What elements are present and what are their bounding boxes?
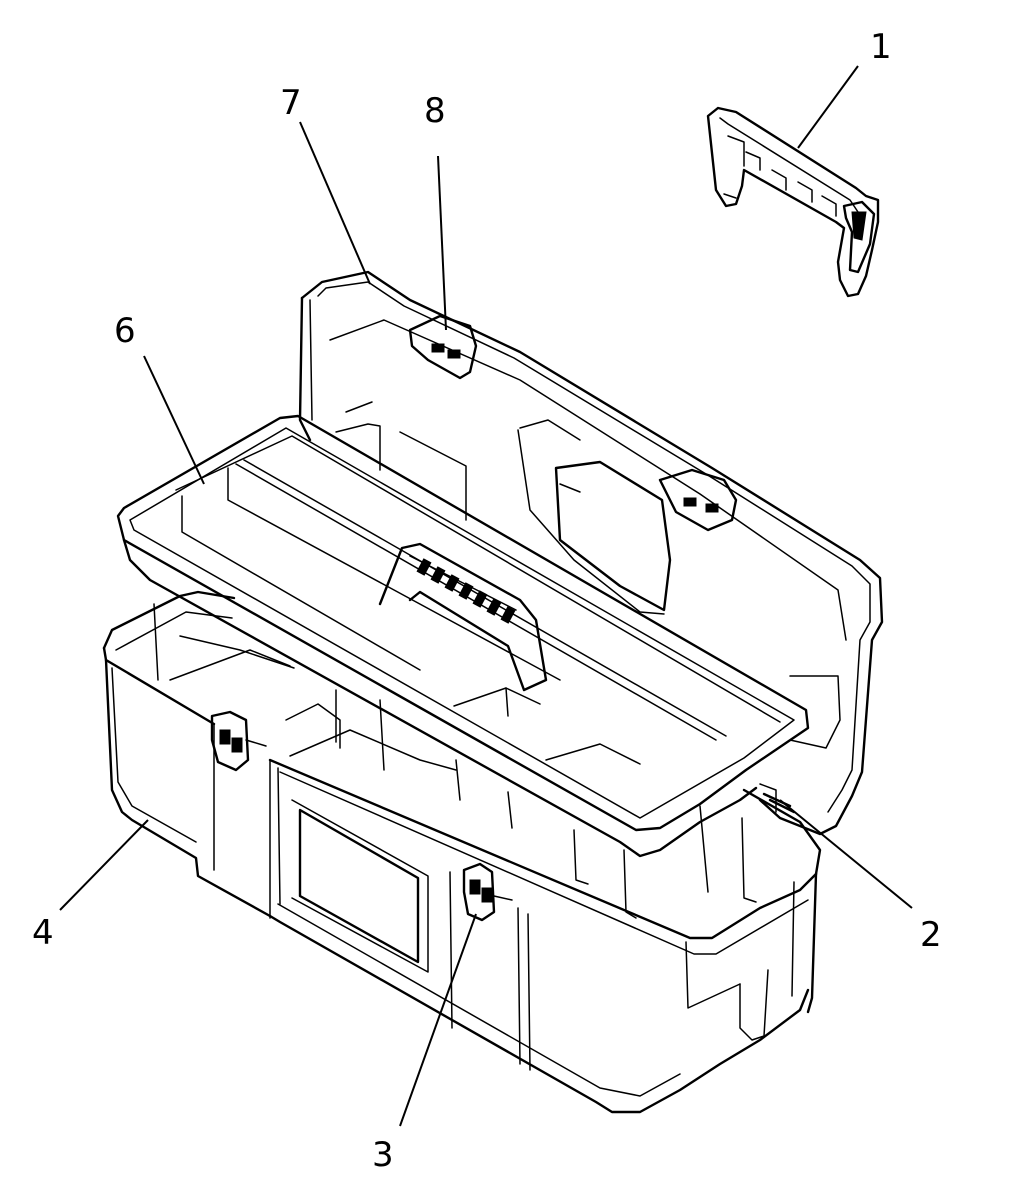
part-labels: 1 7 8 6 4 2 3: [32, 27, 942, 1175]
leader-3: [399, 913, 477, 1127]
leader-2: [779, 799, 913, 909]
leader-1: [797, 65, 859, 149]
leader-lines: [59, 65, 913, 1127]
label-part-6: 6: [114, 311, 136, 351]
tray: [116, 414, 810, 919]
leader-4: [59, 819, 149, 911]
lid: [298, 270, 884, 836]
label-part-2: 2: [920, 915, 942, 955]
latch-keeper: [408, 314, 738, 532]
label-part-1: 1: [870, 27, 892, 67]
label-part-7: 7: [280, 83, 302, 123]
label-part-4: 4: [32, 913, 54, 953]
leader-7: [299, 121, 371, 285]
leader-8: [437, 155, 447, 331]
latch: [210, 710, 513, 922]
label-part-3: 3: [372, 1135, 394, 1175]
label-part-8: 8: [424, 91, 446, 131]
base: [102, 590, 822, 1114]
handle: [706, 106, 880, 298]
leader-6: [143, 355, 205, 485]
